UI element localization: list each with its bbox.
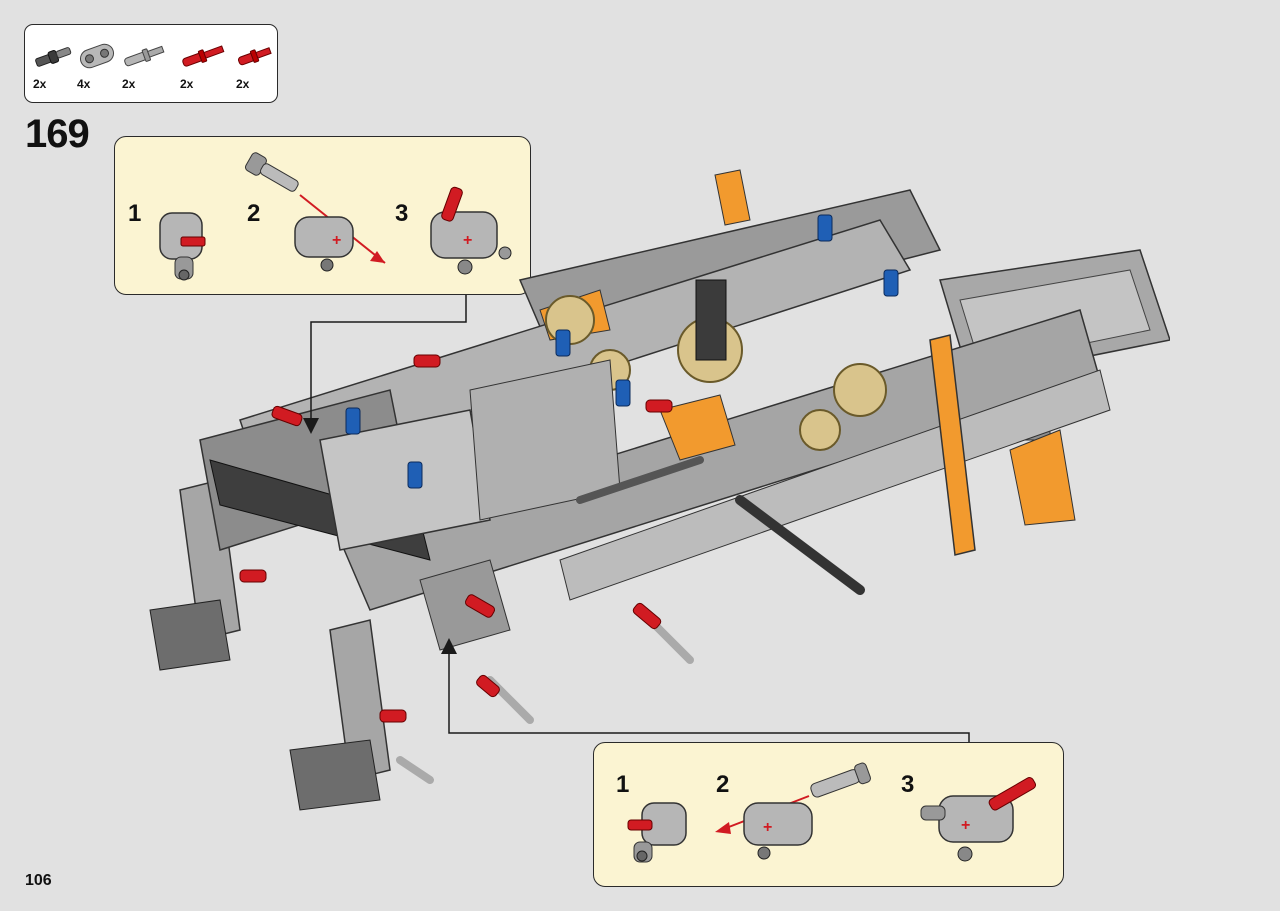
- part-qty: 2x: [236, 77, 250, 91]
- red-axle-pin-long-icon: [182, 45, 225, 67]
- part-item: 2x: [122, 37, 172, 97]
- sub-step-3-illustration: +: [430, 186, 512, 275]
- part-item: 2x: [236, 37, 286, 97]
- part-qty: 4x: [77, 77, 91, 91]
- sub-step-2-illustration: +: [715, 762, 871, 860]
- sub-step-number: 1: [128, 200, 142, 227]
- black-axle-connector-icon: [35, 47, 72, 67]
- grey-liftarm-icon: [79, 43, 115, 69]
- sub-step-1-illustration: [627, 802, 687, 863]
- central-frame: [319, 279, 727, 651]
- sub-assembly-callout-top: 1 2 3 + +: [114, 136, 531, 295]
- part-item: 2x: [180, 37, 230, 97]
- red-axle-pin-short-icon: [238, 47, 272, 66]
- sub-step-number: 3: [395, 200, 409, 227]
- sub-step-2-illustration: +: [244, 152, 386, 272]
- svg-text:+: +: [763, 819, 772, 836]
- part-item: 2x: [33, 37, 83, 97]
- parts-list: 2x 4x 2x 2x: [24, 24, 278, 103]
- part-qty: 2x: [122, 77, 136, 91]
- sub-step-number: 3: [901, 771, 915, 798]
- sub-step-number: 2: [716, 771, 730, 798]
- sub-step-3-illustration: +: [920, 777, 1037, 862]
- sub-step-number: 2: [247, 200, 261, 227]
- part-item: 4x: [77, 37, 127, 97]
- sub-assembly-callout-bottom: 1 2 3 + +: [593, 742, 1064, 887]
- part-qty: 2x: [180, 77, 194, 91]
- main-model-illustration: [149, 169, 1170, 811]
- step-number: 169: [25, 112, 90, 156]
- page-number: 106: [25, 872, 52, 889]
- grey-axle-pin-icon: [124, 45, 165, 67]
- part-qty: 2x: [33, 77, 47, 91]
- svg-text:+: +: [961, 817, 970, 834]
- svg-text:+: +: [332, 232, 341, 249]
- sub-step-1-illustration: [159, 212, 206, 281]
- svg-text:+: +: [463, 232, 472, 249]
- sub-step-number: 1: [616, 771, 630, 798]
